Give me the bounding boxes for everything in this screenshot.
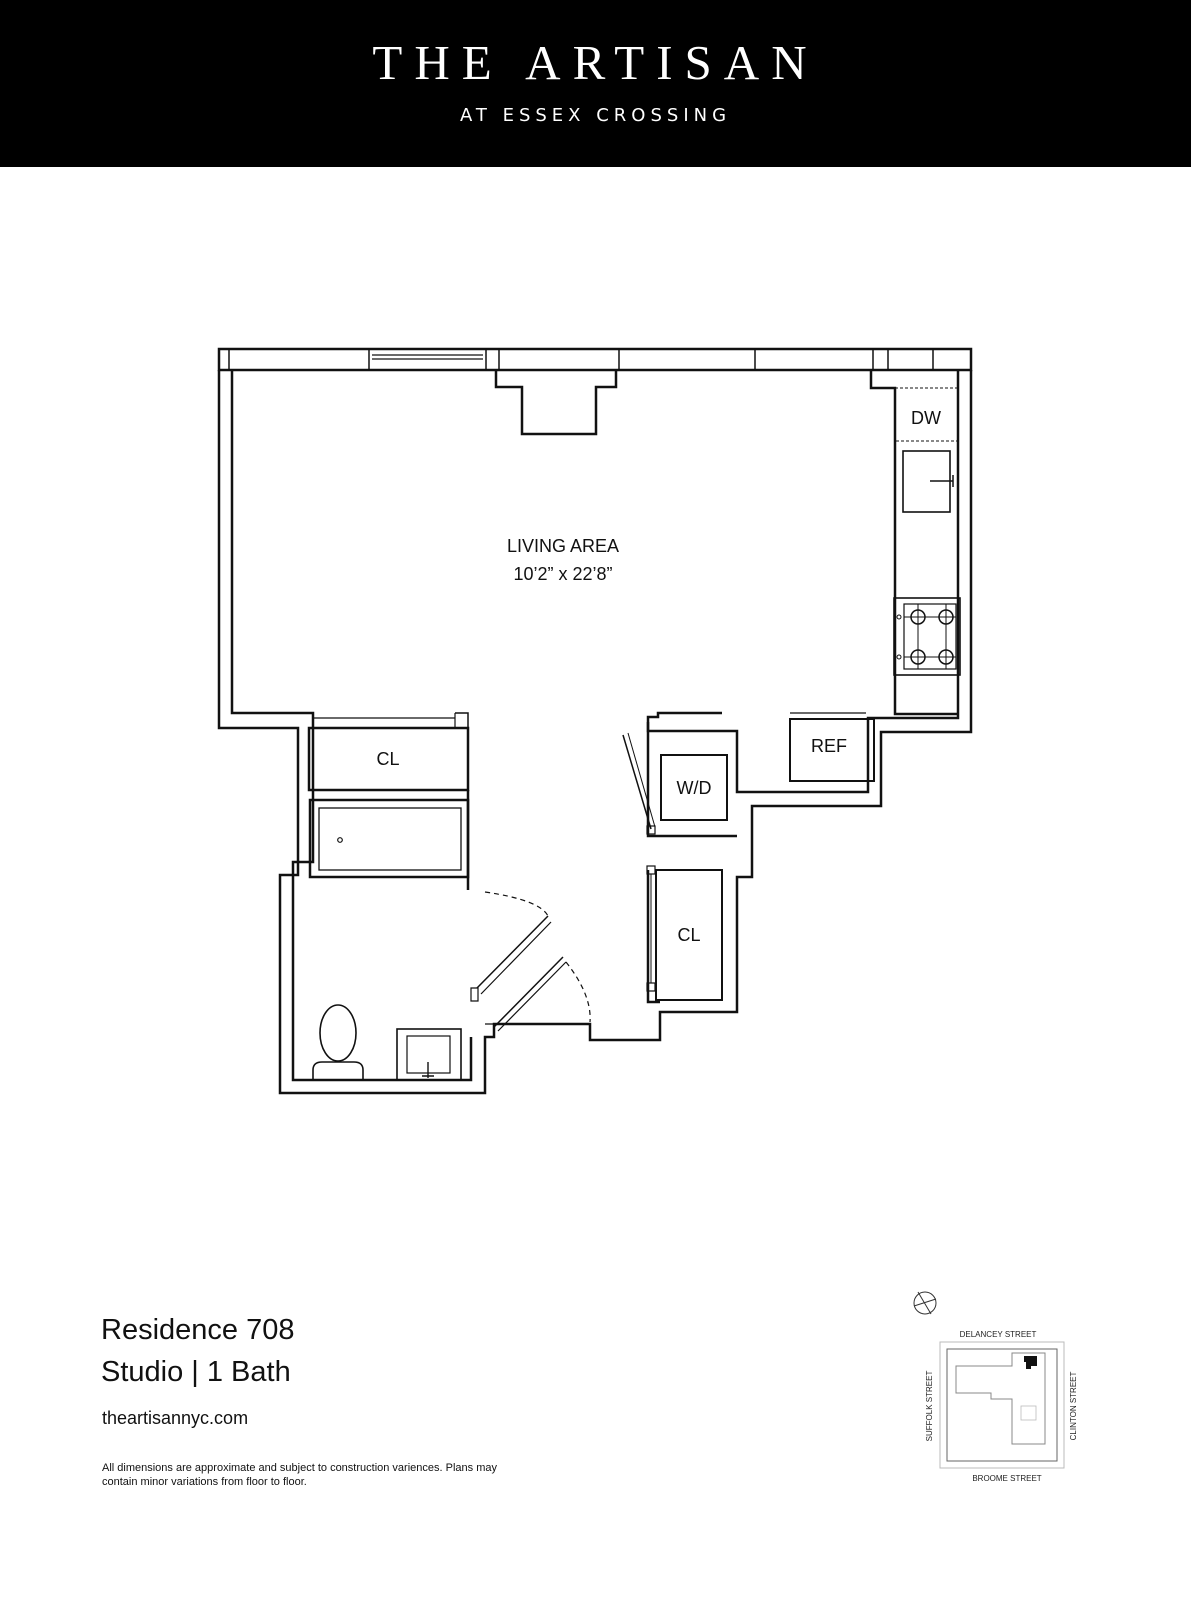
closet-left-label: CL (376, 749, 399, 769)
refrigerator-label: REF (811, 736, 847, 756)
dishwasher (894, 387, 959, 442)
window-band (217, 347, 973, 372)
brand-subtitle: AT ESSEX CROSSING (459, 105, 732, 126)
unit-location-marker (1024, 1356, 1037, 1369)
washer-dryer-label: W/D (677, 778, 712, 798)
wd-door (622, 734, 652, 830)
bath-door (476, 915, 549, 989)
closet-left (307, 726, 470, 792)
street-north: DELANCEY STREET (960, 1330, 1037, 1339)
cooktop (893, 597, 961, 676)
disclaimer: All dimensions are approximate and subje… (102, 1462, 497, 1488)
residence-type: Studio | 1 Bath (101, 1356, 291, 1388)
living-area-label: LIVING AREA (507, 536, 619, 556)
street-east: CLINTON STREET (1069, 1372, 1078, 1441)
header-banner: THE ARTISAN AT ESSEX CROSSING (0, 0, 1191, 167)
living-area-dimensions: 10’2” x 22’8” (513, 564, 612, 584)
website-link[interactable]: theartisannyc.com (102, 1408, 249, 1428)
bathtub (308, 798, 470, 879)
washer-dryer (660, 754, 728, 821)
street-south: BROOME STREET (972, 1474, 1041, 1483)
north-arrow-icon (913, 1291, 937, 1315)
refrigerator (789, 718, 875, 782)
dishwasher-label: DW (911, 408, 941, 428)
key-plan: DELANCEY STREET BROOME STREET SUFFOLK ST… (913, 1291, 1078, 1483)
bathroom-sink (396, 1028, 462, 1081)
residence-name: Residence 708 (101, 1314, 295, 1346)
street-west: SUFFOLK STREET (925, 1371, 934, 1442)
closet-right-label: CL (677, 925, 700, 945)
toilet (312, 1004, 364, 1080)
closet-right (655, 869, 723, 1001)
exterior-wall (217, 370, 973, 1095)
column (494, 370, 618, 436)
brand-title: THE ARTISAN (372, 35, 819, 90)
